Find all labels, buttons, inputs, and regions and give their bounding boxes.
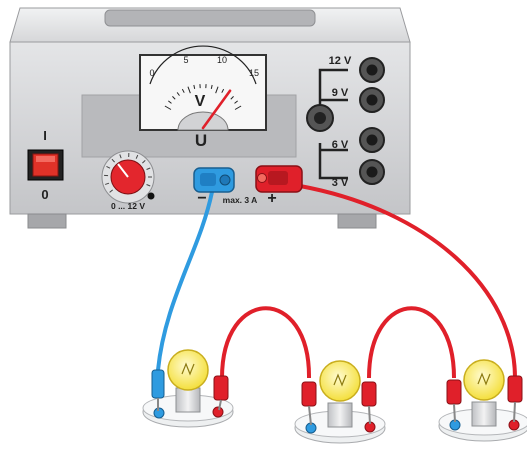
meter-tick-label: 5 bbox=[183, 55, 188, 65]
voltage-knob[interactable]: 0 ... 12 V bbox=[101, 150, 155, 211]
blue-wire[interactable] bbox=[156, 191, 214, 371]
meter-tick bbox=[172, 96, 176, 100]
meter-tick bbox=[181, 88, 185, 93]
knob-tick bbox=[142, 159, 146, 164]
knob-tick bbox=[106, 166, 111, 169]
lamp-socket bbox=[175, 387, 201, 413]
knob-stop-dot bbox=[147, 192, 155, 200]
plug-red-in[interactable] bbox=[446, 379, 462, 405]
tap-socket-hole bbox=[366, 94, 378, 106]
lamp-3[interactable] bbox=[438, 359, 527, 442]
meter-tick bbox=[193, 84, 196, 89]
lamp-2[interactable] bbox=[294, 360, 386, 444]
knob-tick bbox=[146, 184, 151, 187]
switch-highlight bbox=[36, 156, 55, 162]
plug-red[interactable] bbox=[213, 375, 229, 401]
knob-range-label: 0 ... 12 V bbox=[111, 201, 145, 211]
meter-tick bbox=[215, 86, 219, 94]
switch-on-label: I bbox=[43, 128, 47, 143]
meter-tick-label: 10 bbox=[217, 55, 227, 65]
knob-tick bbox=[135, 154, 139, 159]
filament bbox=[333, 373, 347, 387]
positive-plug[interactable] bbox=[255, 165, 303, 193]
tap-socket-hole bbox=[366, 64, 378, 76]
plug-red-out[interactable] bbox=[361, 381, 377, 407]
right-foot bbox=[337, 213, 377, 229]
meter-pivot-cover bbox=[177, 111, 229, 131]
output-terminals: − + max. 3 A bbox=[197, 190, 276, 207]
socket-red[interactable] bbox=[212, 406, 224, 418]
meter-tick bbox=[234, 105, 242, 110]
meter-tick bbox=[176, 92, 180, 96]
red-wire-link-1[interactable] bbox=[220, 306, 312, 379]
meter-tick bbox=[230, 96, 234, 100]
lamp-socket bbox=[471, 401, 497, 427]
tap-label-9v: 9 V bbox=[332, 87, 349, 99]
switch-off-label: 0 bbox=[41, 187, 48, 202]
knob-tick bbox=[119, 154, 122, 159]
wires bbox=[156, 184, 517, 379]
left-foot bbox=[27, 213, 67, 229]
plug-red-in[interactable] bbox=[301, 381, 317, 407]
panel-voltage-label: U bbox=[195, 131, 207, 150]
filament bbox=[477, 372, 491, 386]
red-wire-link-2[interactable] bbox=[367, 306, 456, 379]
plug-red-supply[interactable] bbox=[507, 375, 523, 403]
positive-terminal-sign: + bbox=[267, 190, 276, 207]
meter-tick-label: 15 bbox=[249, 68, 259, 78]
tap-label-6v: 6 V bbox=[332, 139, 349, 151]
meter-tick bbox=[210, 84, 213, 89]
meter-tick bbox=[164, 105, 172, 110]
vent-slot bbox=[104, 9, 316, 27]
tap-socket-hole bbox=[366, 166, 378, 178]
tap-socket-hole bbox=[366, 134, 378, 146]
knob-tick bbox=[105, 182, 110, 185]
voltage-taps: 12 V 9 V 6 V 3 V bbox=[306, 55, 385, 189]
lamp-socket bbox=[327, 402, 353, 428]
meter-tick-label: 0 bbox=[149, 68, 154, 78]
plug-blue[interactable] bbox=[151, 369, 165, 399]
selector-socket-hole bbox=[314, 112, 326, 124]
tap-label-12v: 12 V bbox=[329, 55, 352, 67]
knob-tick bbox=[111, 158, 115, 163]
meter-tick bbox=[221, 88, 225, 93]
voltmeter: 0 5 10 15 V bbox=[139, 45, 267, 131]
negative-terminal-sign: − bbox=[197, 190, 206, 207]
lamp-1[interactable] bbox=[142, 349, 234, 428]
power-switch[interactable]: I 0 bbox=[27, 128, 64, 202]
meter-unit: V bbox=[195, 93, 206, 110]
knob-indicator bbox=[117, 163, 129, 178]
meter-tick bbox=[187, 86, 191, 94]
tap-label-3v: 3 V bbox=[332, 177, 349, 189]
meter-scale bbox=[164, 84, 242, 110]
max-current-label: max. 3 A bbox=[223, 195, 258, 205]
negative-plug[interactable] bbox=[193, 167, 235, 193]
filament bbox=[181, 362, 195, 376]
meter-tick bbox=[168, 100, 172, 104]
knob-tick bbox=[146, 167, 151, 170]
knob-tick bbox=[109, 189, 114, 193]
knob-scale bbox=[104, 152, 152, 193]
meter-needle bbox=[201, 89, 232, 130]
meter-tick bbox=[234, 100, 238, 104]
red-wire-supply[interactable] bbox=[299, 184, 517, 379]
